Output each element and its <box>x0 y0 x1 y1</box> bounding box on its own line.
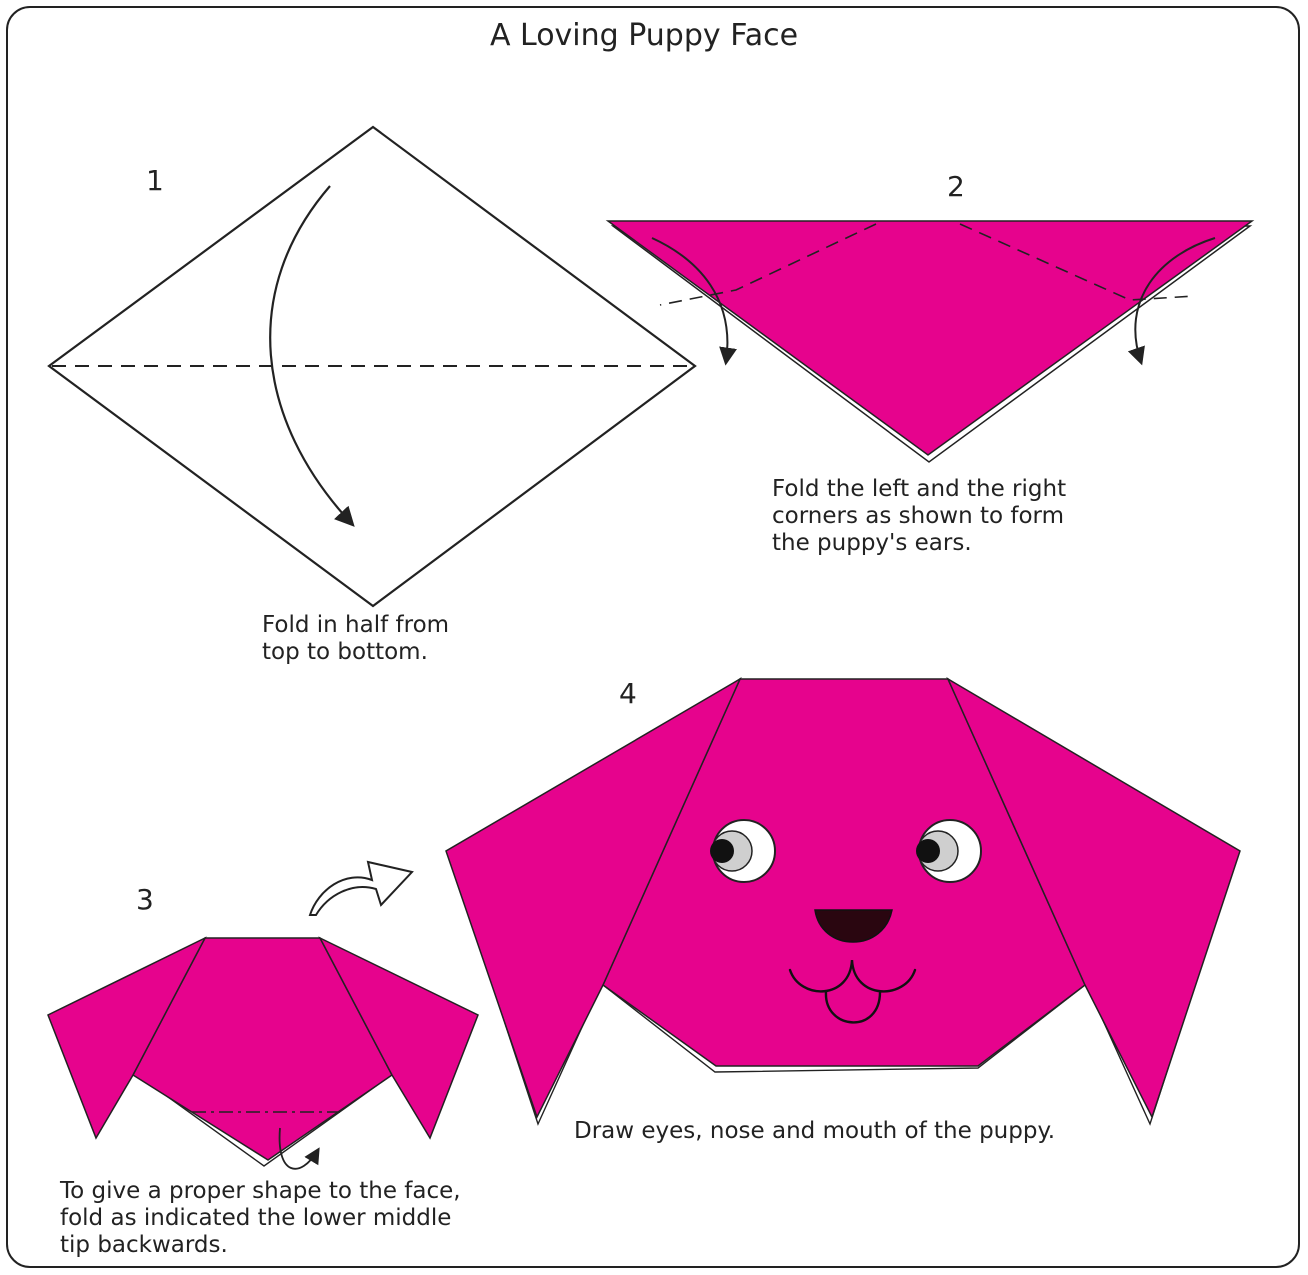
page-title: A Loving Puppy Face <box>489 18 799 53</box>
step-3-figure <box>47 936 479 1170</box>
ear-arrow-left <box>651 237 737 366</box>
right-eye <box>916 819 982 883</box>
pink-triangle <box>605 220 1255 456</box>
step-3-caption: To give a proper shape to the face, fold… <box>60 1178 461 1259</box>
step-2-figure <box>605 220 1255 463</box>
left-eye <box>710 819 776 883</box>
step-2-number: 2 <box>947 170 965 203</box>
right-ear <box>318 936 479 1140</box>
right-ear <box>946 677 1241 1119</box>
step-4-figure <box>445 677 1241 1126</box>
transition-arrow <box>308 860 414 916</box>
step-1-caption: Fold in half from top to bottom. <box>262 612 450 666</box>
backward-fold-arrow <box>278 1127 320 1170</box>
step-4-number: 4 <box>619 677 637 710</box>
step-2-caption: Fold the left and the right corners as s… <box>772 476 1067 557</box>
rounded-frame <box>6 6 1300 1268</box>
fold-arrow <box>269 185 355 527</box>
fold-line-left <box>659 223 877 306</box>
left-ear <box>445 677 742 1119</box>
left-ear <box>47 936 207 1140</box>
nose <box>814 909 893 943</box>
ear-arrow-right <box>1127 237 1216 366</box>
step-1-figure <box>47 125 697 608</box>
step-3-number: 3 <box>136 883 154 916</box>
step-1-number: 1 <box>146 164 164 197</box>
step-4-caption: Draw eyes, nose and mouth of the puppy. <box>574 1118 1056 1144</box>
mouth <box>788 959 917 1024</box>
paper-square <box>47 125 697 608</box>
